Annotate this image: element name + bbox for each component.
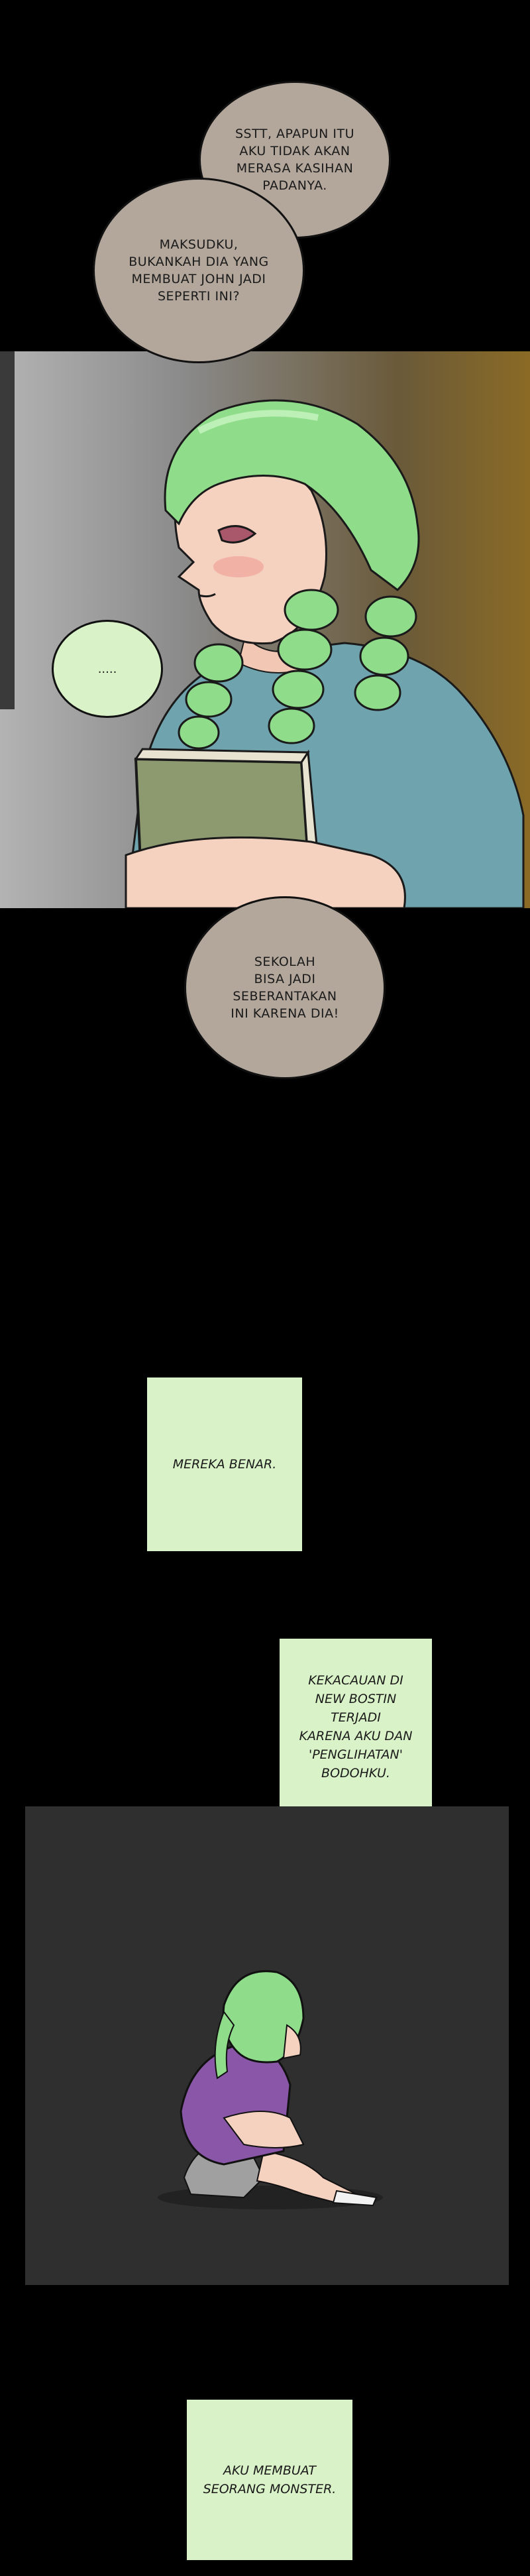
- caption-box-3: AKU MEMBUAT SEORANG MONSTER.: [187, 2400, 352, 2560]
- speech-bubble-2: MAKSUDKU, BUKANKAH DIA YANG MEMBUAT JOHN…: [93, 178, 305, 363]
- speech-bubble-ellipsis: .....: [52, 620, 163, 718]
- sitting-girl-illustration: [158, 1970, 383, 2209]
- caption-box-2: KEKACAUAN DI NEW BOSTIN TERJADI KARENA A…: [280, 1639, 432, 1815]
- girl-illustration: [0, 351, 525, 908]
- caption-box-1: MEREKA BENAR.: [147, 1377, 302, 1551]
- speech-bubble-3: SEKOLAH BISA JADI SEBERANTAKAN INI KAREN…: [184, 896, 386, 1079]
